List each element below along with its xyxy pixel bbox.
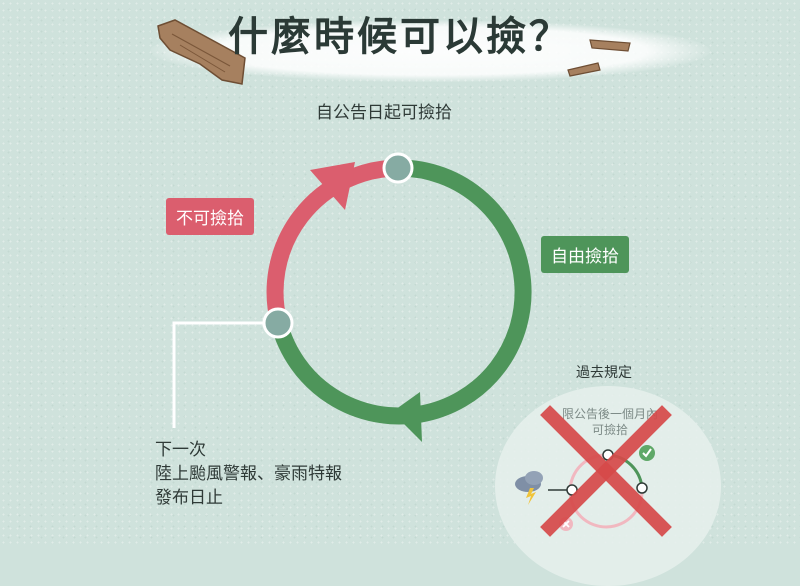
page-title: 什麼時候可以撿？: [228, 13, 572, 60]
driftwood-decoration: [157, 19, 631, 85]
next-line: 發布日止: [155, 488, 223, 508]
next-line: 陸上颱風警報、豪雨特報: [155, 464, 342, 484]
past-rule-line: 限公告後一個月內: [561, 407, 658, 421]
next-line: 下一次: [155, 440, 206, 460]
green-arrowhead: [392, 392, 422, 442]
forbidden-badge: 不可撿拾: [166, 198, 254, 235]
storm-cloud-icon: [515, 471, 543, 505]
start-label: 自公告日起可撿拾: [316, 103, 452, 123]
end-node: [262, 307, 294, 339]
cycle-diagram: [172, 152, 532, 442]
cross-out-mark: [540, 405, 672, 537]
next-warning-text: 下一次 陸上颱風警報、豪雨特報 發布日止: [155, 438, 342, 510]
past-node: [566, 484, 578, 496]
past-rule-diagram: [515, 405, 672, 537]
past-node: [636, 482, 648, 494]
forbidden-period-arc: [266, 159, 399, 326]
free-period-arc: [270, 159, 532, 425]
red-arrowhead: [310, 162, 355, 210]
free-badge: 自由撿拾: [541, 236, 629, 273]
driftwood-icon: [567, 39, 631, 77]
check-icon: [639, 445, 655, 461]
past-rule-line: 可撿拾: [591, 423, 628, 437]
start-node: [382, 152, 414, 184]
past-rule-title: 過去規定: [576, 365, 632, 381]
next-connector-line: [172, 321, 264, 428]
driftwood-icon: [157, 19, 246, 85]
past-rule-text: 限公告後一個月內 可撿拾: [540, 406, 680, 438]
past-pink-arc: [568, 453, 644, 529]
